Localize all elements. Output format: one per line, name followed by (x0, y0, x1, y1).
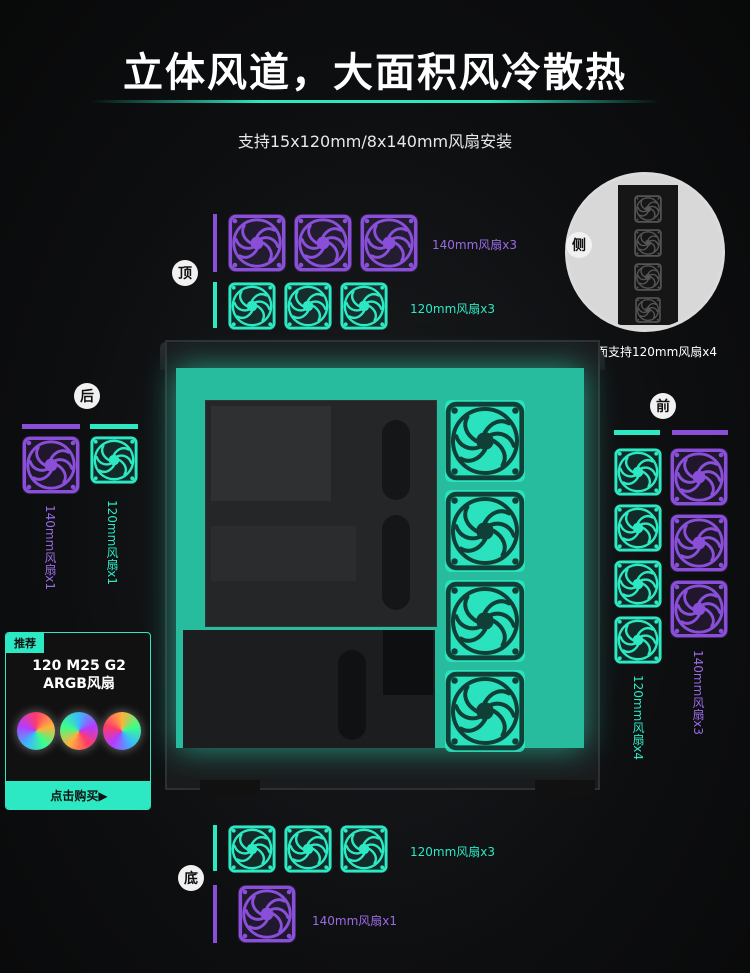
buy-button[interactable]: 点击购买▶ (6, 781, 150, 809)
psu-shroud (183, 630, 435, 748)
fan-icon (445, 490, 525, 572)
fan-icon (22, 436, 80, 494)
page-subtitle: 支持15x120mm/8x140mm风扇安装 (237, 132, 513, 151)
rear-120-bar (90, 424, 138, 429)
fan-icon (614, 504, 662, 552)
front-120-label: 120mm风扇x4 (631, 675, 645, 761)
product-name-line1: 120 M25 G2 (32, 658, 126, 674)
fan-icon (628, 195, 668, 223)
argb-fan-icon (103, 711, 142, 750)
fan-icon (445, 580, 525, 662)
front-fan-stack (440, 395, 535, 752)
fan-icon (284, 825, 332, 873)
promo-card[interactable]: 推荐 120 M25 G2 ARGB风扇 点击购买▶ (5, 632, 151, 810)
fan-icon (670, 514, 728, 572)
rear-140-label: 140mm风扇x1 (43, 505, 57, 591)
front-140-label: 140mm风扇x3 (691, 650, 705, 736)
fan-icon (294, 214, 352, 272)
side-badge: 侧 (566, 232, 592, 258)
argb-fan-icon (59, 711, 98, 750)
fan-icon (238, 885, 296, 943)
fan-icon (628, 297, 668, 323)
top-140-bar (213, 214, 217, 272)
top-120-bar (213, 282, 217, 328)
fan-icon (614, 560, 662, 608)
side-magnifier (565, 172, 725, 332)
page-title: 立体风道，大面积风冷散热 (123, 50, 627, 96)
fan-icon (445, 400, 525, 482)
product-name-line2: ARGB风扇 (43, 676, 115, 692)
rear-badge: 后 (74, 383, 100, 409)
fan-icon (670, 580, 728, 638)
fan-icon (614, 448, 662, 496)
fan-icon (340, 282, 388, 330)
fan-icon (228, 214, 286, 272)
bottom-120-bar (213, 825, 217, 871)
rear-120-label: 120mm风扇x1 (105, 500, 119, 586)
argb-fan-icon (16, 711, 55, 750)
fan-icon (228, 282, 276, 330)
product-name: 120 M25 G2 ARGB风扇 (6, 657, 150, 693)
recommend-tag: 推荐 (6, 633, 44, 653)
bottom-badge: 底 (178, 865, 204, 891)
fan-icon (628, 263, 668, 291)
case-foot (200, 780, 260, 796)
top-120-label: 120mm风扇x3 (410, 302, 496, 316)
front-badge: 前 (650, 393, 676, 419)
bottom-140-label: 140mm风扇x1 (312, 914, 398, 928)
fan-icon (614, 616, 662, 664)
fan-icon (228, 825, 276, 873)
fan-icon (628, 229, 668, 257)
fan-icon (445, 670, 525, 752)
top-badge: 顶 (172, 260, 198, 286)
fan-icon (340, 825, 388, 873)
rear-140-bar (22, 424, 80, 429)
case-foot (535, 780, 595, 796)
top-140-label: 140mm风扇x3 (432, 238, 518, 252)
bottom-120-label: 120mm风扇x3 (410, 845, 496, 859)
argb-fan-image (14, 703, 144, 758)
fan-icon (284, 282, 332, 330)
fan-icon (360, 214, 418, 272)
title-underline (90, 100, 660, 103)
fan-icon (90, 436, 138, 484)
cable-grommet (382, 515, 410, 610)
front-120-bar (614, 430, 660, 435)
bottom-140-bar (213, 885, 217, 943)
side-panel-image (618, 185, 678, 325)
fan-icon (670, 448, 728, 506)
front-140-bar (672, 430, 728, 435)
cable-grommet (382, 420, 410, 500)
